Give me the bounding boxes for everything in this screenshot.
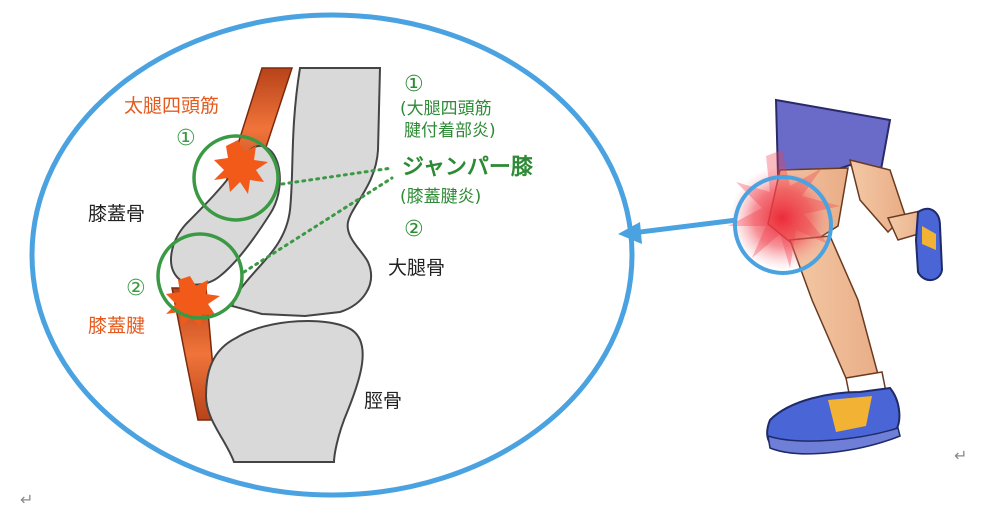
return-mark-left: ↵ [20, 490, 34, 509]
pain-glow [730, 166, 834, 270]
annotation-line-1a: (大腿四頭筋 [400, 99, 492, 119]
leader-2 [242, 176, 394, 274]
burst-1 [214, 140, 268, 194]
site-1-circle [192, 134, 280, 222]
label-tibia: 脛骨 [364, 390, 403, 412]
label-patellar-tendon: 膝蓋腱 [88, 315, 146, 337]
marker-1-left: ① [176, 126, 196, 151]
return-mark-right: ↵ [954, 446, 968, 465]
label-femur: 大腿骨 [388, 257, 446, 279]
tibia-bone [204, 319, 364, 463]
annotation-line-1b: 腱付着部炎) [404, 121, 496, 141]
zoom-arrow-line [631, 217, 738, 236]
annotation-marker-1: ① [404, 72, 424, 97]
annotation-marker-2: ② [404, 217, 424, 242]
annotation-line-2: (膝蓋腱炎) [400, 187, 482, 207]
runner-back-shoe-stripe [922, 226, 936, 250]
knee-highlight-circle [733, 175, 833, 275]
zoom-arrow-head [618, 222, 642, 244]
pain-rays [728, 150, 840, 268]
annotation-title: ジャンパー膝 [402, 155, 533, 180]
marker-2-left: ② [126, 276, 146, 301]
burst-2 [166, 276, 220, 328]
label-patella: 膝蓋骨 [88, 203, 146, 225]
runner-illustration [728, 98, 944, 455]
zoom-circle [29, 12, 635, 498]
label-quadriceps: 太腿四頭筋 [124, 95, 220, 117]
femur-bone [230, 67, 382, 318]
runner-front-shoe-sole [767, 427, 901, 455]
leader-1 [280, 166, 394, 186]
runner-front-shoe-stripe [828, 396, 872, 432]
site-2-circle [156, 232, 244, 320]
